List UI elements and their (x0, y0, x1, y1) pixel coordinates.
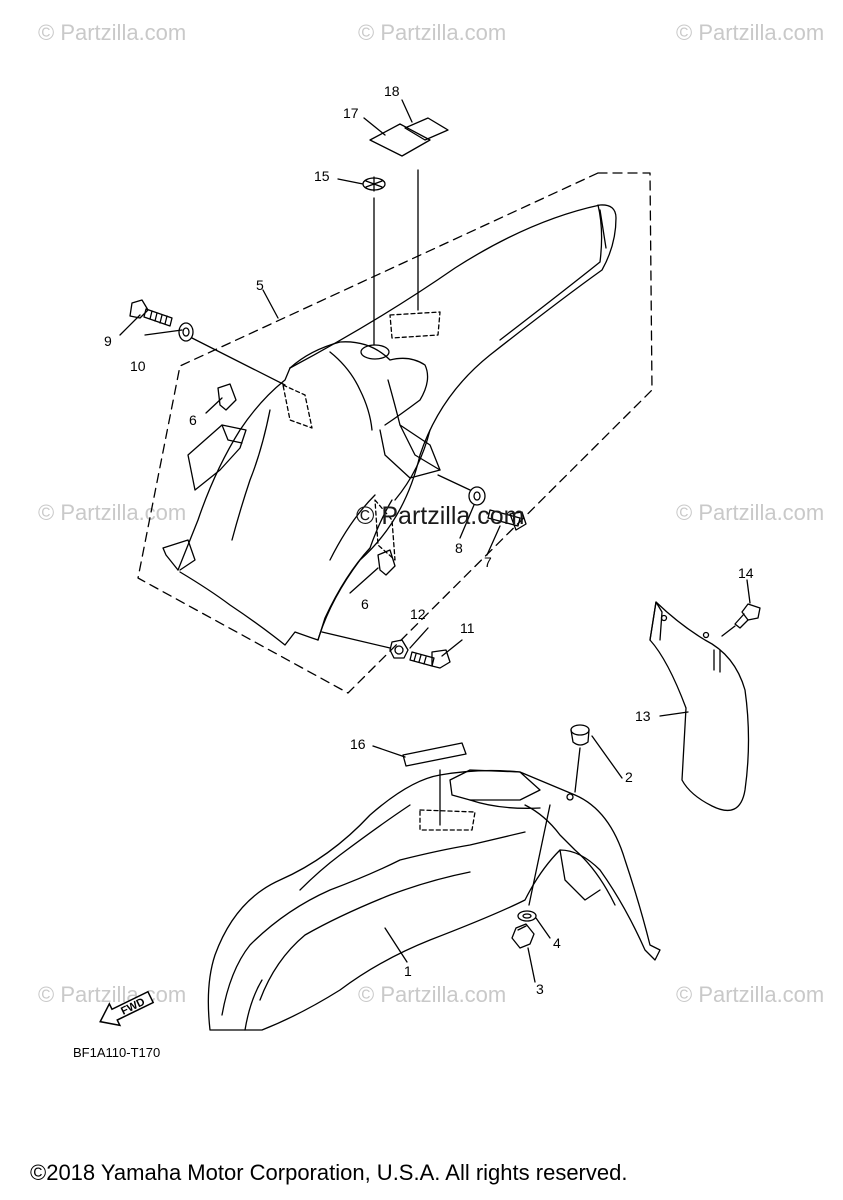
callout-2: 2 (625, 769, 633, 785)
clip-nut-6a (217, 383, 237, 411)
watermark: © Partzilla.com (676, 982, 825, 1007)
callout-9: 9 (104, 333, 112, 349)
washer-4 (517, 910, 537, 922)
callout-7: 7 (484, 554, 492, 570)
watermark: © Partzilla.com (38, 982, 187, 1007)
bolt-3 (511, 923, 535, 949)
callout-16: 16 (350, 736, 366, 752)
callout-1: 1 (404, 963, 412, 979)
watermark: © Partzilla.com (676, 20, 825, 45)
callout-8: 8 (455, 540, 463, 556)
washer-10 (178, 322, 194, 342)
watermark: © Partzilla.com (38, 20, 187, 45)
bolt-9 (129, 299, 173, 327)
bolt-11 (409, 649, 451, 669)
callout-15: 15 (314, 168, 330, 184)
watermark: © Partzilla.com (358, 20, 507, 45)
diagram-code: BF1A110-T170 (73, 1045, 161, 1060)
grommet-15 (362, 176, 386, 192)
fwd-arrow-icon: FWD (99, 990, 155, 1027)
clip-nut-6b (377, 549, 396, 576)
callout-5: 5 (256, 277, 264, 293)
collar-2 (570, 724, 590, 746)
washer-8 (468, 486, 486, 506)
screw-14 (734, 603, 761, 629)
copyright-notice: ©2018 Yamaha Motor Corporation, U.S.A. A… (30, 1160, 628, 1185)
callout-14: 14 (738, 565, 754, 581)
watermark: © Partzilla.com (676, 500, 825, 525)
front-fender (207, 769, 661, 1031)
fwd-label: FWD (119, 996, 147, 1018)
rear-fender-assembly-outline (137, 172, 653, 694)
callout-6b: 6 (361, 596, 369, 612)
callout-4: 4 (553, 935, 561, 951)
rear-fender (162, 204, 617, 646)
watermark: © Partzilla.com (358, 982, 507, 1007)
watermark: © Partzilla.com (38, 500, 187, 525)
callout-3: 3 (536, 981, 544, 997)
decal-16 (402, 742, 467, 767)
decal-17 (369, 123, 431, 157)
watermark-center: © Partzilla.com (356, 502, 525, 530)
bolt-7 (487, 509, 527, 531)
callout-10: 10 (130, 358, 146, 374)
decal-18 (404, 117, 449, 141)
callout-6a: 6 (189, 412, 197, 428)
collar-12 (389, 639, 409, 659)
callout-17: 17 (343, 105, 359, 121)
callout-12: 12 (410, 606, 426, 622)
callout-11: 11 (460, 620, 475, 636)
callout-18: 18 (384, 83, 400, 99)
callout-13: 13 (635, 708, 651, 724)
mud-flap (649, 601, 750, 811)
